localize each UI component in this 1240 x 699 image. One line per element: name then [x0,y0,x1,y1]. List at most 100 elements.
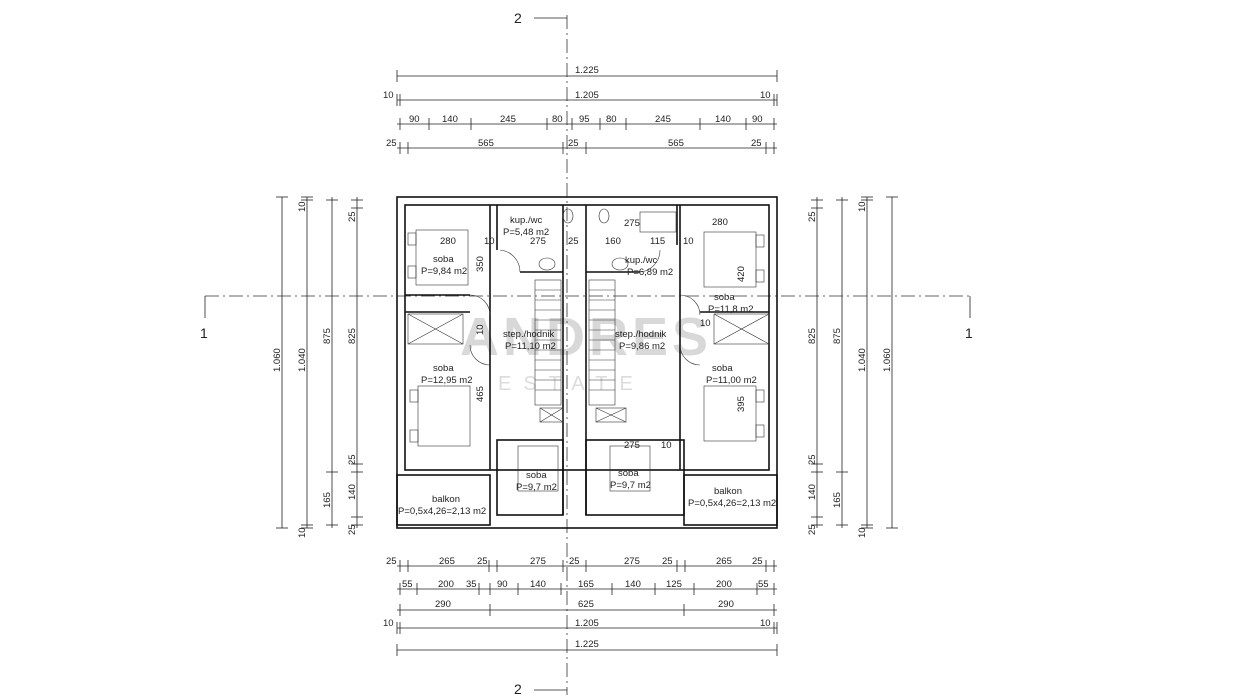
dim-right-r3-1: 25 [807,211,818,222]
dim-bot-r1-2: 265 [439,556,455,567]
inner-dim-10-right: 10 [683,236,694,247]
dim-top-r3-2: 140 [442,114,458,125]
dim-left-mid: 1.040 [297,348,308,372]
dim-bot-r1-1: 25 [386,556,397,567]
dim-bot-r2-7: 140 [625,579,641,590]
room-soba-bl-name: soba [526,470,547,481]
room-balkon-left-area: P=0,5x4,26=2,13 m2 [398,506,486,517]
dim-right-inner-small: 165 [832,492,843,508]
inner-dim-10-bottom: 10 [661,440,672,451]
room-hall-right-area: P=9,86 m2 [619,341,665,352]
dim-top-r3-3: 245 [500,114,516,125]
inner-dim-160: 160 [605,236,621,247]
dim-right-r3-2: 825 [807,328,818,344]
section-mark-left: 1 [200,325,208,341]
dim-bot-r2-9: 200 [716,579,732,590]
stairs-left [534,279,564,423]
dim-top-total: 1.225 [575,65,599,76]
dim-bot-r1-4: 275 [530,556,546,567]
watermark-main: ANDRES [460,307,712,367]
dim-top-r2-a: 10 [383,90,394,101]
room-kup-wc-right-area: P=6,89 m2 [627,267,673,278]
dim-top-r2-c: 10 [760,90,771,101]
dim-top-r3-7: 245 [655,114,671,125]
dim-bot-r3-1: 290 [435,599,451,610]
inner-dim-10-vert-right: 10 [700,318,711,329]
dim-top-r3-9: 90 [752,114,763,125]
room-kup-wc-right-name: kup./wc [625,255,657,266]
dim-top-r3-4: 80 [552,114,563,125]
inner-dim-280-left: 280 [440,236,456,247]
room-soba-tr-name: soba [714,292,735,303]
room-soba-ml-area: P=12,95 m2 [421,375,473,386]
dim-top-r4-2: 565 [478,138,494,149]
dim-left-mid-tick-top: 10 [297,201,308,212]
dim-bot-total: 1.225 [575,639,599,650]
dim-top-r4-3: 25 [568,138,579,149]
watermark-sub: ESTATE [498,373,645,395]
room-hall-left-area: P=11,10 m2 [505,341,556,352]
room-soba-mr-area: P=11,00 m2 [706,375,757,386]
dim-bot-r4-3: 10 [760,618,771,629]
dim-left-inner-big: 875 [322,328,333,344]
dim-right-r3-4: 140 [807,484,818,500]
dim-bot-r2-8: 125 [666,579,682,590]
dim-top-r4-1: 25 [386,138,397,149]
dim-right-r3-3: 25 [807,454,818,465]
dim-top-r3-8: 140 [715,114,731,125]
building-walls [396,196,778,529]
inner-dim-395: 395 [736,396,747,412]
room-kup-wc-left-name: kup./wc [510,215,542,226]
room-soba-br-name: soba [618,468,639,479]
inner-dim-25: 25 [568,236,579,247]
inner-dim-275-bottom: 275 [624,440,640,451]
dim-top-r3-1: 90 [409,114,420,125]
dim-bot-r1-6: 275 [624,556,640,567]
section-mark-bottom: 2 [514,681,522,697]
dim-top-r3-5: 95 [579,114,590,125]
inner-dim-280-right: 280 [712,217,728,228]
dim-bot-r2-10: 55 [758,579,769,590]
bottom-dimension-lines [396,560,778,656]
left-dimension-lines [276,196,363,529]
dim-bot-r2-1: 55 [402,579,413,590]
dim-bot-r3-2: 625 [578,599,594,610]
inner-dim-10-vert: 10 [475,324,486,335]
dim-right-inner-big: 875 [832,328,843,344]
inner-dim-275-left: 275 [530,236,546,247]
dim-bot-r4-2: 1.205 [575,618,599,629]
dim-top-r2-b: 1.205 [575,90,599,101]
room-hall-right-name: step./hodnik [615,329,666,340]
dim-left-inner-small: 165 [322,492,333,508]
room-balkon-right-area: P=0,5x4,26=2,13 m2 [688,498,776,509]
right-dimension-lines [811,196,898,529]
inner-dim-420: 420 [736,266,747,282]
inner-dim-10-left: 10 [484,236,495,247]
dim-bot-r1-3: 25 [477,556,488,567]
dim-right-outer: 1.060 [882,348,893,372]
room-soba-bl-area: P=9,7 m2 [516,482,557,493]
dim-bot-r2-5: 140 [530,579,546,590]
dim-bot-r2-4: 90 [497,579,508,590]
section-mark-right: 1 [965,325,973,341]
inner-dim-350: 350 [475,256,486,272]
inner-dim-275-right-top: 275 [624,218,640,229]
dim-left-r3-2: 825 [347,328,358,344]
dim-top-r4-5: 25 [751,138,762,149]
dim-bot-r4-1: 10 [383,618,394,629]
dim-top-r3-6: 80 [606,114,617,125]
section-lines [204,15,971,695]
room-soba-mr-name: soba [712,363,733,374]
dim-bot-r2-6: 165 [578,579,594,590]
dim-left-r3-3: 25 [347,454,358,465]
room-soba-tr-area: P=11,8 m2 [708,304,754,315]
stairs-right [588,279,627,423]
top-dimension-lines [396,70,778,154]
dim-bot-r1-8: 265 [716,556,732,567]
dim-bot-r1-7: 25 [662,556,673,567]
dim-right-mid-tick-top: 10 [857,201,868,212]
dim-right-r3-5: 25 [807,524,818,535]
dim-left-outer: 1.060 [272,348,283,372]
room-hall-left-name: step./hodnik [503,329,554,340]
